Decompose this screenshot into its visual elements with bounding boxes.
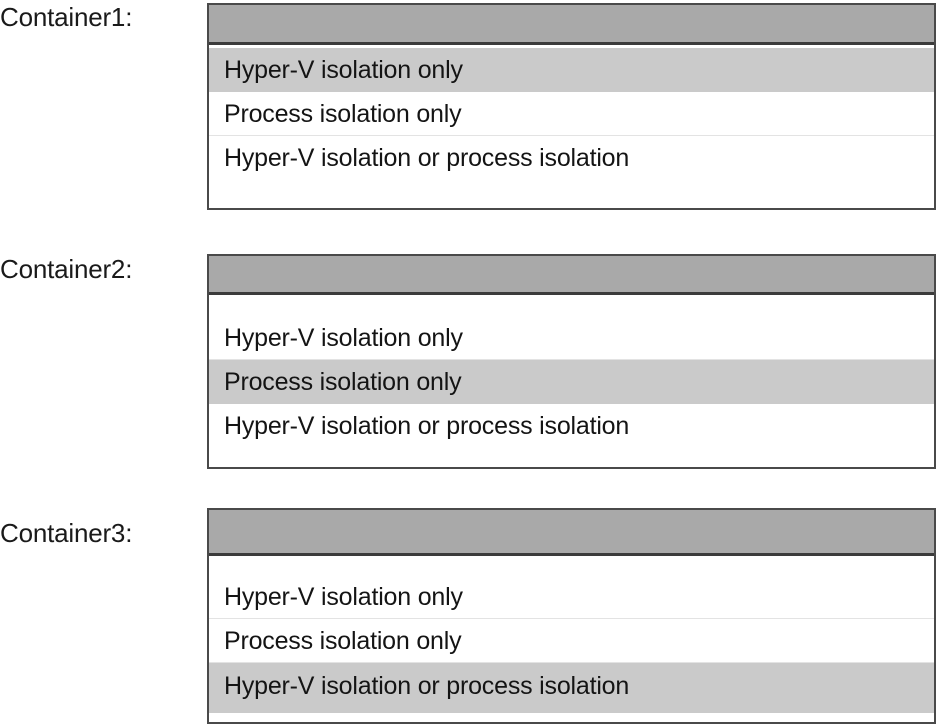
- dropdown-option-hyperv-only[interactable]: Hyper-V isolation only: [209, 316, 934, 360]
- dropdown-option-hyperv-or-process[interactable]: Hyper-V isolation or process isolation: [209, 136, 934, 180]
- row-label-container3: Container3:: [0, 518, 133, 548]
- dropdown-header-container2[interactable]: [209, 256, 934, 295]
- dropdown-list-container2: Hyper-V isolation only Process isolation…: [209, 295, 934, 448]
- row-label-container2: Container2:: [0, 254, 133, 284]
- dropdown-header-container1[interactable]: [209, 5, 934, 45]
- dropdown-option-hyperv-or-process[interactable]: Hyper-V isolation or process isolation: [209, 663, 934, 713]
- row-label-container1: Container1:: [0, 2, 133, 32]
- dropdown-container1[interactable]: Hyper-V isolation only Process isolation…: [207, 3, 936, 210]
- dropdown-option-hyperv-only[interactable]: Hyper-V isolation only: [209, 575, 934, 619]
- question-row-container3: Container3: Hyper-V isolation only Proce…: [0, 503, 942, 724]
- dropdown-container2[interactable]: Hyper-V isolation only Process isolation…: [207, 254, 936, 469]
- dropdown-container3[interactable]: Hyper-V isolation only Process isolation…: [207, 508, 936, 724]
- dropdown-list-container1: Hyper-V isolation only Process isolation…: [209, 45, 934, 180]
- dropdown-option-process-only[interactable]: Process isolation only: [209, 619, 934, 663]
- question-row-container2: Container2: Hyper-V isolation only Proce…: [0, 250, 942, 490]
- dropdown-option-process-only[interactable]: Process isolation only: [209, 92, 934, 136]
- question-row-container1: Container1: Hyper-V isolation only Proce…: [0, 0, 942, 240]
- dropdown-option-process-only[interactable]: Process isolation only: [209, 360, 934, 404]
- dropdown-header-container3[interactable]: [209, 510, 934, 556]
- dropdown-option-hyperv-only[interactable]: Hyper-V isolation only: [209, 48, 934, 92]
- dropdown-list-container3: Hyper-V isolation only Process isolation…: [209, 556, 934, 713]
- dropdown-option-hyperv-or-process[interactable]: Hyper-V isolation or process isolation: [209, 404, 934, 448]
